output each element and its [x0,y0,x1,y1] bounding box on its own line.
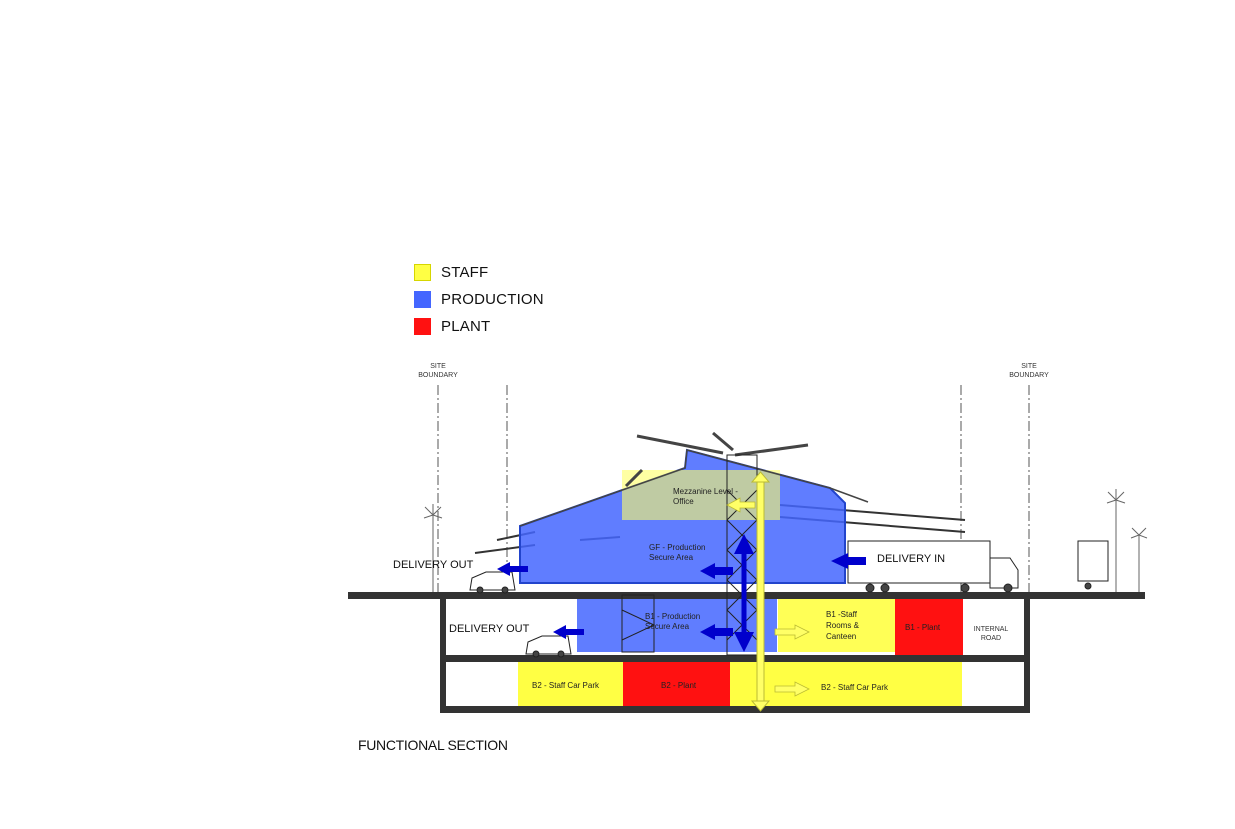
palm-icon [423,504,443,593]
legend-swatch-plant [414,318,431,335]
delivery-out-arrow-ground [497,562,528,576]
b1-slab [440,655,1030,662]
legend-label-staff: STAFF [441,264,489,281]
b1-staff-label-3: Canteen [826,632,856,641]
delivery-out-label-basement: DELIVERY OUT [449,623,530,635]
b2-car-park-right-label: B2 - Staff Car Park [821,683,889,692]
legend-swatch-production [414,291,431,308]
vehicles [469,540,1109,658]
legend-swatch-staff [414,264,431,281]
b1-staff-zone [778,599,896,652]
flow-arrows [497,497,866,697]
site-boundary-label-right-1: SITE [1021,363,1037,370]
b1-staff-arrow [774,624,810,640]
b2-car-park-left-label: B2 - Staff Car Park [532,681,600,690]
mezzanine-zone [622,470,780,520]
legend-label-plant: PLANT [441,318,491,335]
b2-plant-zone [623,662,730,706]
delivery-in-label: DELIVERY IN [877,553,945,565]
b1-staff-label-1: B1 -Staff [826,610,858,619]
gf-production-arrow [700,563,733,579]
van-icon [469,571,516,594]
roof-outline [519,431,869,527]
b1-production-label-2: Secure Area [645,622,690,631]
b2-staff-arrow [774,681,810,697]
site-boundary-label-left-2: BOUNDARY [418,372,458,379]
legend: STAFF PRODUCTION PLANT [414,259,544,340]
site-boundary-label-right-2: BOUNDARY [1009,372,1049,379]
gf-production-label-2: Secure Area [649,553,694,562]
trailer-icon [1077,540,1109,590]
legend-item-plant: PLANT [414,313,544,340]
delivery-in-arrow [831,553,866,569]
b2-slab [440,706,1030,713]
b1-plant-label: B1 - Plant [905,623,941,632]
mezzanine-label-1: Mezzanine Level - [673,487,738,496]
diagram-caption: FUNCTIONAL SECTION [358,737,508,753]
b1-staff-label-2: Rooms & [826,621,860,630]
vertical-circulation [734,471,771,712]
boundary-labels: SITE BOUNDARY SITE BOUNDARY INTERNAL ROA… [418,363,1049,642]
delivery-out-arrow-basement [553,625,584,639]
plant-zones [623,599,963,706]
legend-item-production: PRODUCTION [414,286,544,313]
mezzanine-staff-arrow [726,497,756,513]
mezzanine-label-2: Office [673,497,694,506]
gf-production-label-1: GF - Production [649,543,705,552]
b1-plant-zone [895,599,963,655]
b2-plant-label: B2 - Plant [661,681,697,690]
van-icon [525,635,572,658]
flow-labels: DELIVERY OUT DELIVERY OUT DELIVERY IN [393,553,945,635]
staff-zones [518,470,962,706]
b1-production-label-1: B1 - Production [645,612,700,621]
b2-car-park-left-zone [518,662,623,706]
b2-car-park-right-zone [730,662,962,706]
palm-trees [423,489,1148,593]
palm-icon [1106,489,1126,593]
staff-vertical-arrow [756,477,765,706]
delivery-out-label-ground: DELIVERY OUT [393,559,474,571]
internal-road-label-2: ROAD [981,635,1001,642]
legend-item-staff: STAFF [414,259,544,286]
palm-icon [1130,527,1148,593]
internal-road-label-1: INTERNAL [974,626,1009,633]
legend-label-production: PRODUCTION [441,291,544,308]
truck-icon [847,540,1019,593]
zone-labels: Mezzanine Level - Office GF - Production… [532,487,941,692]
b1-production-arrow [700,624,733,640]
site-boundary-label-left-1: SITE [430,363,446,370]
